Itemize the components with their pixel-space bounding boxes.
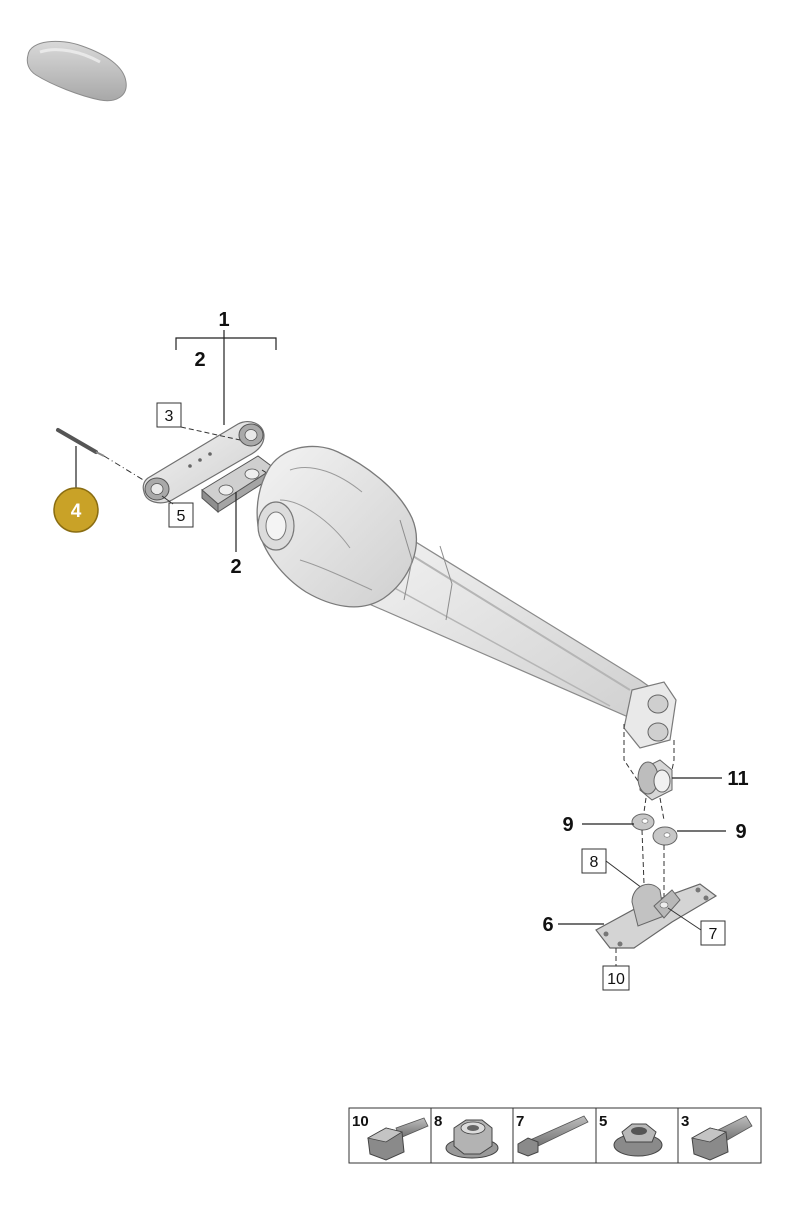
hex-flange-nut-icon: [445, 1119, 499, 1159]
mount-bushing: [637, 759, 673, 801]
long-bolt-icon: [517, 1115, 589, 1157]
callout-9-right: 9: [735, 821, 746, 843]
callout-11: 11: [727, 768, 748, 790]
hex-nut-icon: [613, 1123, 663, 1157]
washer-left: [631, 813, 655, 831]
special-tool-badge[interactable]: 4: [53, 487, 99, 533]
callout-5: 5: [177, 508, 186, 525]
transmission-assembly: [256, 445, 677, 749]
callout-6: 6: [542, 914, 553, 936]
legend-number-7: 7: [516, 1113, 524, 1130]
callout-box-5[interactable]: 5: [168, 502, 194, 528]
short-bolt-icon: [690, 1115, 753, 1161]
callout-9-left: 9: [562, 814, 573, 836]
group-bracket-1: [175, 330, 277, 425]
rubber-bushing-pad: [201, 455, 275, 514]
legend-number-8: 8: [434, 1113, 442, 1130]
legend-number-3: 3: [681, 1113, 689, 1130]
vehicle-silhouette-icon: [26, 40, 127, 102]
callout-7: 7: [709, 926, 718, 943]
callout-10: 10: [607, 971, 625, 988]
transmission-mount-bracket: [595, 883, 718, 949]
washer-right: [652, 826, 678, 846]
legend-number-10: 10: [352, 1113, 369, 1130]
flange-bolt-icon: [366, 1117, 429, 1161]
callout-box-3[interactable]: 3: [156, 402, 182, 428]
callout-3: 3: [165, 408, 174, 425]
callout-box-8[interactable]: 8: [581, 848, 607, 874]
hardware-legend: 10 8 7 5 3: [348, 1107, 762, 1164]
callout-box-7[interactable]: 7: [700, 920, 726, 946]
callout-2-pad: 2: [230, 556, 241, 578]
legend-number-5: 5: [599, 1113, 607, 1130]
alignment-pin-tool: [56, 428, 105, 457]
link-arm: [142, 421, 265, 504]
callout-2-bracket: 2: [194, 349, 205, 371]
callout-1: 1: [218, 309, 229, 331]
callout-4: 4: [71, 501, 82, 522]
callout-8: 8: [590, 854, 599, 871]
callout-box-10[interactable]: 10: [602, 965, 630, 991]
